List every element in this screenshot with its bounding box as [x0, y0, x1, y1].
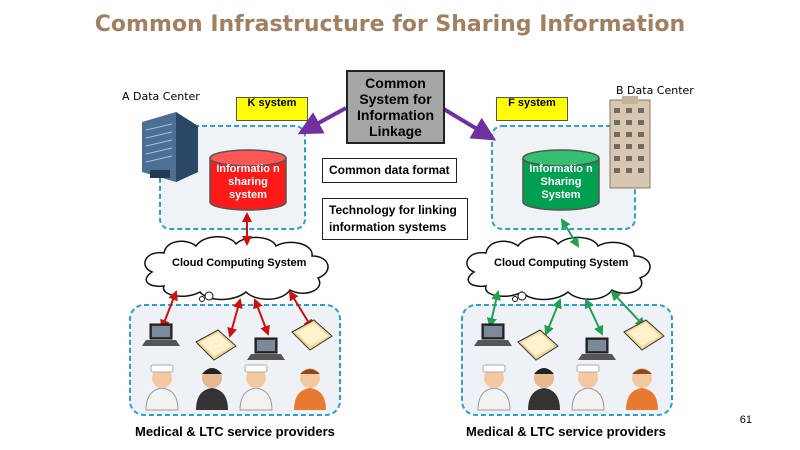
right-datacenter-label: B Data Center: [616, 84, 694, 97]
right-tablet-icon-1: [517, 329, 559, 361]
left-provider-arrow-4: [288, 290, 314, 330]
right-cloud-label: Cloud Computing System: [494, 257, 629, 269]
left-laptop-icon-1: [142, 323, 180, 346]
right-provider-arrow-1: [486, 290, 502, 328]
right-laptop-icon-1: [474, 323, 512, 346]
left-doctor-icon-3: [239, 364, 273, 411]
left-provider-arrow-2: [227, 298, 243, 338]
right-tablet-icon-2: [623, 319, 665, 351]
left-cloud-shape: [144, 236, 329, 302]
left-provider-arrow-3: [253, 298, 270, 336]
left-cloud-label: Cloud Computing System: [172, 257, 307, 269]
linkage-arrow-right: [440, 106, 497, 141]
left-doctor-icon-1: [145, 364, 179, 411]
left-laptop-icon-2: [247, 337, 285, 360]
right-provider-arrow-3: [584, 298, 604, 336]
common-data-format-box: Common data format: [322, 158, 457, 183]
left-providers-label: Medical & LTC service providers: [135, 424, 335, 439]
right-provider-arrow-4: [610, 290, 646, 328]
right-providers-label: Medical & LTC service providers: [466, 424, 666, 439]
right-laptop-icon-2: [578, 337, 616, 360]
common-system-label: Common System for Information Linkage: [357, 75, 434, 139]
linkage-arrow-left: [297, 106, 347, 135]
right-person-icon-2: [528, 368, 560, 410]
page-title: Common Infrastructure for Sharing Inform…: [94, 12, 686, 37]
right-system-tag: F system: [496, 97, 568, 121]
right-provider-arrow-2: [544, 298, 562, 336]
linking-technology-box: Technology for linking information syste…: [322, 198, 468, 240]
right-nurse-icon-4: [626, 368, 658, 410]
apartment-building-icon: [609, 96, 651, 189]
right-database-label: Informatio n Sharing System: [529, 163, 593, 201]
left-system-tag: K system: [236, 97, 308, 121]
left-tablet-icon-2: [291, 319, 333, 351]
left-nurse-icon-4: [294, 368, 326, 410]
left-datacenter-label: A Data Center: [122, 90, 200, 103]
page-number: 61: [739, 414, 752, 426]
office-building-icon: [142, 112, 198, 182]
left-database-label: Informatio n sharing system: [216, 163, 280, 201]
right-providers-panel: [461, 304, 673, 416]
right-database-icon: [522, 149, 600, 211]
right-cloud-shape: [466, 236, 651, 302]
left-person-icon-2: [196, 368, 228, 410]
left-tablet-icon-1: [195, 329, 237, 361]
right-doctor-icon-3: [571, 364, 605, 411]
common-system-box: Common System for Information Linkage: [346, 70, 445, 144]
right-db-cloud-arrow: [560, 218, 580, 248]
left-database-icon: [209, 149, 287, 211]
left-provider-arrow-1: [160, 290, 178, 330]
right-doctor-icon-1: [477, 364, 511, 411]
